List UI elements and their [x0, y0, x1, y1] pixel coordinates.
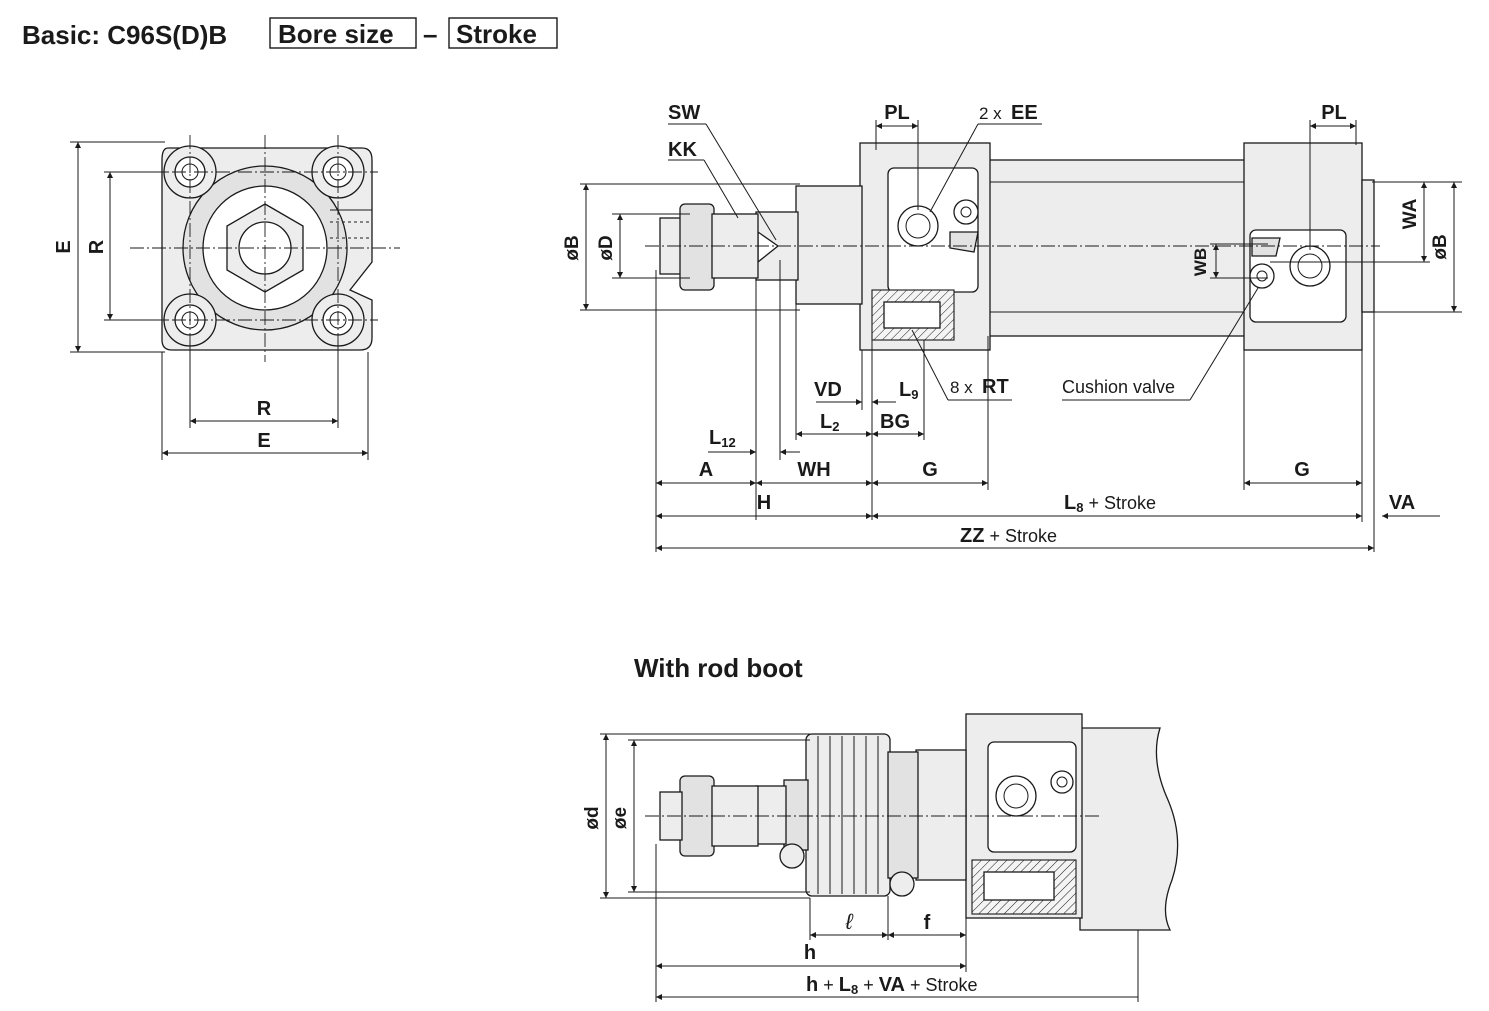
dim-total-VA: VA	[879, 974, 905, 996]
dim-total-L: L	[839, 974, 851, 996]
dim-WH: WH	[797, 459, 830, 481]
dim-oD: øD	[596, 235, 617, 260]
dim-E-vertical: E	[53, 240, 75, 253]
dim-oB-left: øB	[562, 235, 583, 260]
dim-PL-left: PL	[884, 102, 910, 124]
dim-R-horizontal: R	[257, 398, 272, 420]
bore-size-box	[269, 17, 417, 49]
side-view: øB øD øB WA WB SW KK PL 2 x EE PL 8 x	[562, 102, 1462, 552]
rod-boot-bellows	[805, 733, 891, 897]
title-bore-size: Bore size	[278, 19, 394, 49]
boot-clamp-screw-right	[889, 871, 915, 897]
dim-L12-main: L	[709, 427, 721, 449]
dim-oB-right: øB	[1430, 234, 1451, 259]
boot-cushion-screw	[1050, 770, 1074, 794]
dim-L9-main: L	[899, 379, 911, 401]
rod-nut	[679, 203, 715, 291]
rod-boot-view: With rod boot	[582, 653, 1179, 1002]
dim-L2-sub: 2	[832, 419, 839, 434]
dim-L2-main: L	[820, 411, 832, 433]
dim-L8-suffix: + Stroke	[1088, 493, 1156, 513]
dim-ZZ-suffix: + Stroke	[989, 526, 1057, 546]
dim-G-left: G	[922, 459, 938, 481]
dim-total-plus1: +	[823, 975, 834, 995]
dim-f: f	[924, 912, 931, 934]
label-cushion-valve: Cushion valve	[1062, 377, 1175, 397]
rod-cover-boss	[795, 185, 863, 305]
dim-total-h: h	[806, 974, 818, 996]
label-KK: KK	[668, 139, 697, 161]
boot-tapped-hole	[983, 871, 1055, 901]
dim-L12: L12	[709, 427, 736, 450]
port-EE-left	[897, 205, 939, 247]
dim-E-horizontal: E	[257, 430, 270, 452]
dim-VD: VD	[814, 379, 842, 401]
title-prefix: Basic: C96S(D)B	[22, 20, 227, 50]
dim-h: h	[804, 942, 816, 964]
cushion-valve-screw	[1249, 263, 1275, 289]
barrel-broken	[1079, 727, 1179, 931]
dim-total-suffix: + Stroke	[910, 975, 978, 995]
label-EE: EE	[1011, 102, 1038, 124]
dim-R-vertical: R	[86, 239, 108, 254]
dim-total-L-sub: 8	[851, 982, 858, 997]
boot-clamp-screw-left	[779, 843, 805, 869]
dim-L8-main: L	[1064, 492, 1076, 514]
boot-band-left	[783, 779, 809, 851]
dim-L2: L2	[820, 411, 839, 434]
dim-L8-sub: 8	[1076, 500, 1083, 515]
cushion-screw-left	[953, 199, 979, 225]
dim-od: ød	[582, 806, 603, 829]
label-RT-prefix: 8 x	[950, 378, 973, 397]
dim-ZZ: ZZ+ Stroke	[960, 525, 1057, 547]
dim-PL-right: PL	[1321, 102, 1347, 124]
end-view: E R R E	[53, 135, 400, 460]
dim-l: ℓ	[844, 909, 853, 934]
dim-L12-sub: 12	[721, 435, 735, 450]
dim-total: h+L8+VA+ Stroke	[806, 974, 978, 997]
dim-L9-sub: 9	[911, 387, 918, 402]
dim-oe: øe	[610, 807, 631, 829]
title-dash: –	[423, 19, 437, 49]
rod-boot-heading: With rod boot	[634, 653, 803, 683]
tapped-hole-RT	[883, 301, 941, 329]
dim-L9: L9	[899, 379, 918, 402]
label-EE-prefix: 2 x	[979, 104, 1002, 123]
dim-A: A	[699, 459, 713, 481]
boot-cover-boss	[915, 749, 967, 881]
dim-H: H	[757, 492, 771, 514]
boot-band-right	[887, 751, 919, 879]
dim-VA: VA	[1389, 492, 1415, 514]
dim-BG: BG	[880, 411, 910, 433]
label-RT: RT	[982, 376, 1009, 398]
stroke-box	[448, 17, 558, 49]
dim-WA: WA	[1400, 198, 1421, 229]
port-EE-right	[1289, 245, 1331, 287]
dim-ZZ-main: ZZ	[960, 525, 984, 547]
valve-block-left	[949, 231, 979, 253]
dim-G-right: G	[1294, 459, 1310, 481]
boot-rod-flat	[755, 785, 787, 845]
dim-WB: WB	[1191, 248, 1210, 276]
label-SW: SW	[668, 102, 700, 124]
page-title: Basic: C96S(D)B Bore size – Stroke	[22, 17, 558, 50]
dim-L8: L8 + Stroke	[1064, 492, 1156, 515]
boot-port	[995, 775, 1037, 817]
dim-total-plus2: +	[863, 975, 874, 995]
valve-block-right	[1251, 237, 1281, 257]
bellows-ribs	[817, 736, 879, 894]
title-stroke: Stroke	[456, 19, 537, 49]
